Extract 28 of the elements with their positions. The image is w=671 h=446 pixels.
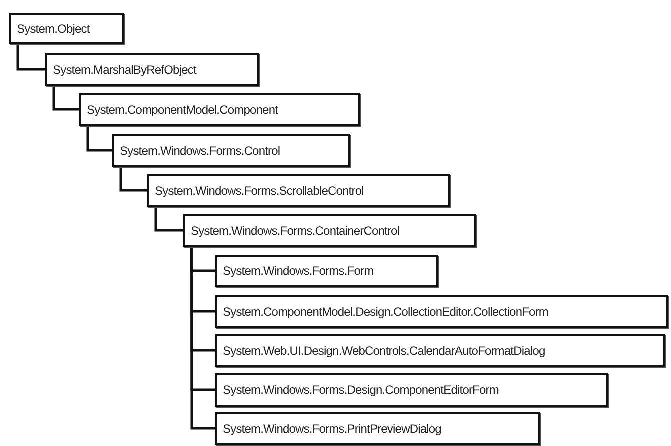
class-box <box>79 93 360 126</box>
connector-line <box>86 126 112 152</box>
class-name: System.ComponentModel.Component <box>87 102 278 116</box>
connector-line <box>120 167 147 192</box>
class-box <box>215 295 668 328</box>
class-box <box>9 13 124 44</box>
class-name: System.Object <box>17 22 90 36</box>
class-box <box>215 373 608 407</box>
class-name: System.Windows.Forms.Control <box>120 144 280 158</box>
class-name: System.Web.UI.Design.WebControls.CalendarAutoFormatDialog <box>223 344 546 358</box>
connector-line <box>16 44 45 71</box>
class-name: System.Windows.Forms.ContainerControl <box>191 224 400 238</box>
connector-line <box>52 86 79 111</box>
class-name: System.Windows.Forms.Form <box>223 264 374 278</box>
connector-line <box>154 207 183 232</box>
class-box <box>215 255 438 287</box>
class-name: System.MarshalByRefObject <box>53 62 196 76</box>
class-name: System.ComponentModel.Design.CollectionEditor.CollectionForm <box>223 304 548 318</box>
class-box <box>112 134 350 167</box>
class-name: System.Windows.Forms.Design.ComponentEditorForm <box>223 383 499 397</box>
class-box <box>215 334 665 367</box>
class-box <box>215 412 540 445</box>
class-box <box>183 214 476 247</box>
connector-line <box>190 247 215 430</box>
class-box <box>147 174 450 207</box>
class-name: System.Windows.Forms.ScrollableControl <box>155 184 364 198</box>
class-name: System.Windows.Forms.PrintPreviewDialog <box>223 422 442 436</box>
class-box <box>45 53 259 86</box>
